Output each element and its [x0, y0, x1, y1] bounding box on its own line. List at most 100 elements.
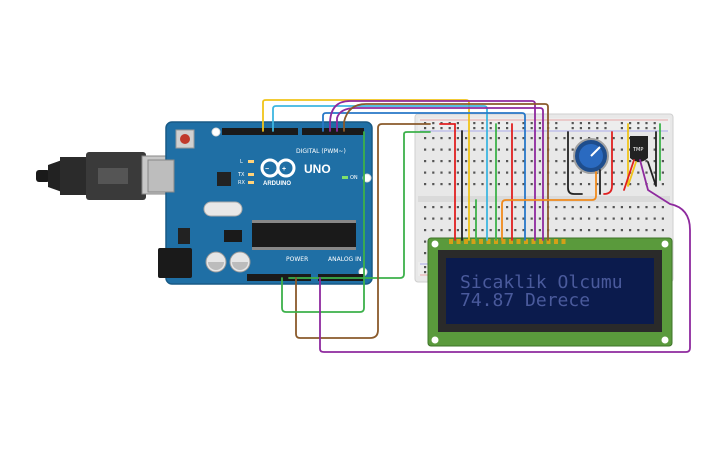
breadboard-hole[interactable]	[424, 217, 427, 220]
breadboard-hole[interactable]	[538, 148, 541, 151]
breadboard-hole[interactable]	[489, 183, 492, 186]
breadboard-hole[interactable]	[497, 127, 500, 130]
breadboard-hole[interactable]	[424, 137, 427, 140]
breadboard-hole[interactable]	[620, 122, 623, 125]
breadboard-hole[interactable]	[522, 229, 525, 232]
breadboard-hole[interactable]	[530, 206, 533, 209]
breadboard-hole[interactable]	[456, 171, 459, 174]
breadboard-hole[interactable]	[571, 160, 574, 163]
wire-red-tmp[interactable]	[623, 159, 635, 191]
breadboard-hole[interactable]	[481, 127, 484, 130]
breadboard-hole[interactable]	[440, 217, 443, 220]
breadboard-hole[interactable]	[489, 127, 492, 130]
breadboard-hole[interactable]	[620, 183, 623, 186]
breadboard-hole[interactable]	[481, 217, 484, 220]
reset-button[interactable]	[175, 129, 195, 149]
breadboard-hole[interactable]	[579, 171, 582, 174]
breadboard-hole[interactable]	[456, 127, 459, 130]
breadboard-hole[interactable]	[473, 206, 476, 209]
breadboard-hole[interactable]	[653, 160, 656, 163]
breadboard-hole[interactable]	[440, 206, 443, 209]
breadboard-hole[interactable]	[588, 137, 591, 140]
breadboard-hole[interactable]	[497, 183, 500, 186]
breadboard-hole[interactable]	[424, 206, 427, 209]
breadboard-hole[interactable]	[629, 217, 632, 220]
breadboard-hole[interactable]	[555, 183, 558, 186]
breadboard-hole[interactable]	[506, 183, 509, 186]
breadboard-hole[interactable]	[629, 183, 632, 186]
breadboard-hole[interactable]	[538, 183, 541, 186]
breadboard-hole[interactable]	[481, 137, 484, 140]
digital-header-left[interactable]	[222, 128, 298, 135]
breadboard-hole[interactable]	[555, 229, 558, 232]
breadboard-hole[interactable]	[456, 137, 459, 140]
wire-purple-analog[interactable]	[319, 159, 691, 353]
breadboard-hole[interactable]	[497, 229, 500, 232]
breadboard-hole[interactable]	[612, 229, 615, 232]
breadboard-hole[interactable]	[530, 183, 533, 186]
breadboard-hole[interactable]	[629, 206, 632, 209]
breadboard-hole[interactable]	[506, 127, 509, 130]
breadboard-hole[interactable]	[456, 183, 459, 186]
breadboard-hole[interactable]	[620, 160, 623, 163]
breadboard-hole[interactable]	[612, 160, 615, 163]
breadboard-hole[interactable]	[448, 137, 451, 140]
breadboard-hole[interactable]	[620, 171, 623, 174]
breadboard-hole[interactable]	[481, 160, 484, 163]
breadboard-hole[interactable]	[620, 137, 623, 140]
wire-brown-top[interactable]	[343, 103, 549, 241]
breadboard-hole[interactable]	[424, 148, 427, 151]
breadboard-hole[interactable]	[661, 229, 664, 232]
breadboard-hole[interactable]	[432, 183, 435, 186]
breadboard-hole[interactable]	[522, 206, 525, 209]
breadboard-hole[interactable]	[604, 229, 607, 232]
breadboard-hole[interactable]	[481, 148, 484, 151]
breadboard-hole[interactable]	[465, 229, 468, 232]
breadboard-hole[interactable]	[612, 148, 615, 151]
breadboard-hole[interactable]	[448, 206, 451, 209]
breadboard-hole[interactable]	[473, 183, 476, 186]
breadboard-hole[interactable]	[432, 122, 435, 125]
breadboard-hole[interactable]	[571, 127, 574, 130]
breadboard-hole[interactable]	[612, 206, 615, 209]
breadboard-hole[interactable]	[514, 183, 517, 186]
breadboard-hole[interactable]	[530, 217, 533, 220]
breadboard-hole[interactable]	[506, 217, 509, 220]
breadboard-hole[interactable]	[432, 171, 435, 174]
breadboard-hole[interactable]	[506, 137, 509, 140]
breadboard-hole[interactable]	[653, 127, 656, 130]
lcd-pin[interactable]	[479, 239, 483, 244]
breadboard-hole[interactable]	[456, 122, 459, 125]
breadboard-hole[interactable]	[497, 122, 500, 125]
breadboard-hole[interactable]	[440, 229, 443, 232]
breadboard-hole[interactable]	[555, 206, 558, 209]
breadboard-hole[interactable]	[588, 122, 591, 125]
wire-purple-2[interactable]	[336, 107, 544, 241]
breadboard-hole[interactable]	[530, 148, 533, 151]
breadboard-hole[interactable]	[538, 206, 541, 209]
breadboard-hole[interactable]	[604, 137, 607, 140]
breadboard-hole[interactable]	[563, 206, 566, 209]
breadboard-hole[interactable]	[514, 217, 517, 220]
breadboard-hole[interactable]	[555, 122, 558, 125]
breadboard-hole[interactable]	[612, 183, 615, 186]
breadboard-hole[interactable]	[555, 148, 558, 151]
breadboard-hole[interactable]	[645, 206, 648, 209]
breadboard-hole[interactable]	[432, 217, 435, 220]
breadboard-hole[interactable]	[522, 160, 525, 163]
tmp36-sensor[interactable]: TMP	[630, 136, 648, 162]
breadboard-hole[interactable]	[596, 217, 599, 220]
breadboard-hole[interactable]	[473, 137, 476, 140]
lcd-pin[interactable]	[531, 239, 536, 244]
breadboard-hole[interactable]	[612, 171, 615, 174]
wire-black-pot[interactable]	[567, 131, 583, 195]
breadboard-hole[interactable]	[653, 148, 656, 151]
lcd-pin[interactable]	[471, 239, 476, 244]
breadboard-hole[interactable]	[522, 148, 525, 151]
breadboard-hole[interactable]	[514, 148, 517, 151]
breadboard-hole[interactable]	[588, 127, 591, 130]
breadboard-hole[interactable]	[620, 148, 623, 151]
breadboard-hole[interactable]	[448, 217, 451, 220]
breadboard-hole[interactable]	[661, 217, 664, 220]
breadboard-hole[interactable]	[629, 122, 632, 125]
